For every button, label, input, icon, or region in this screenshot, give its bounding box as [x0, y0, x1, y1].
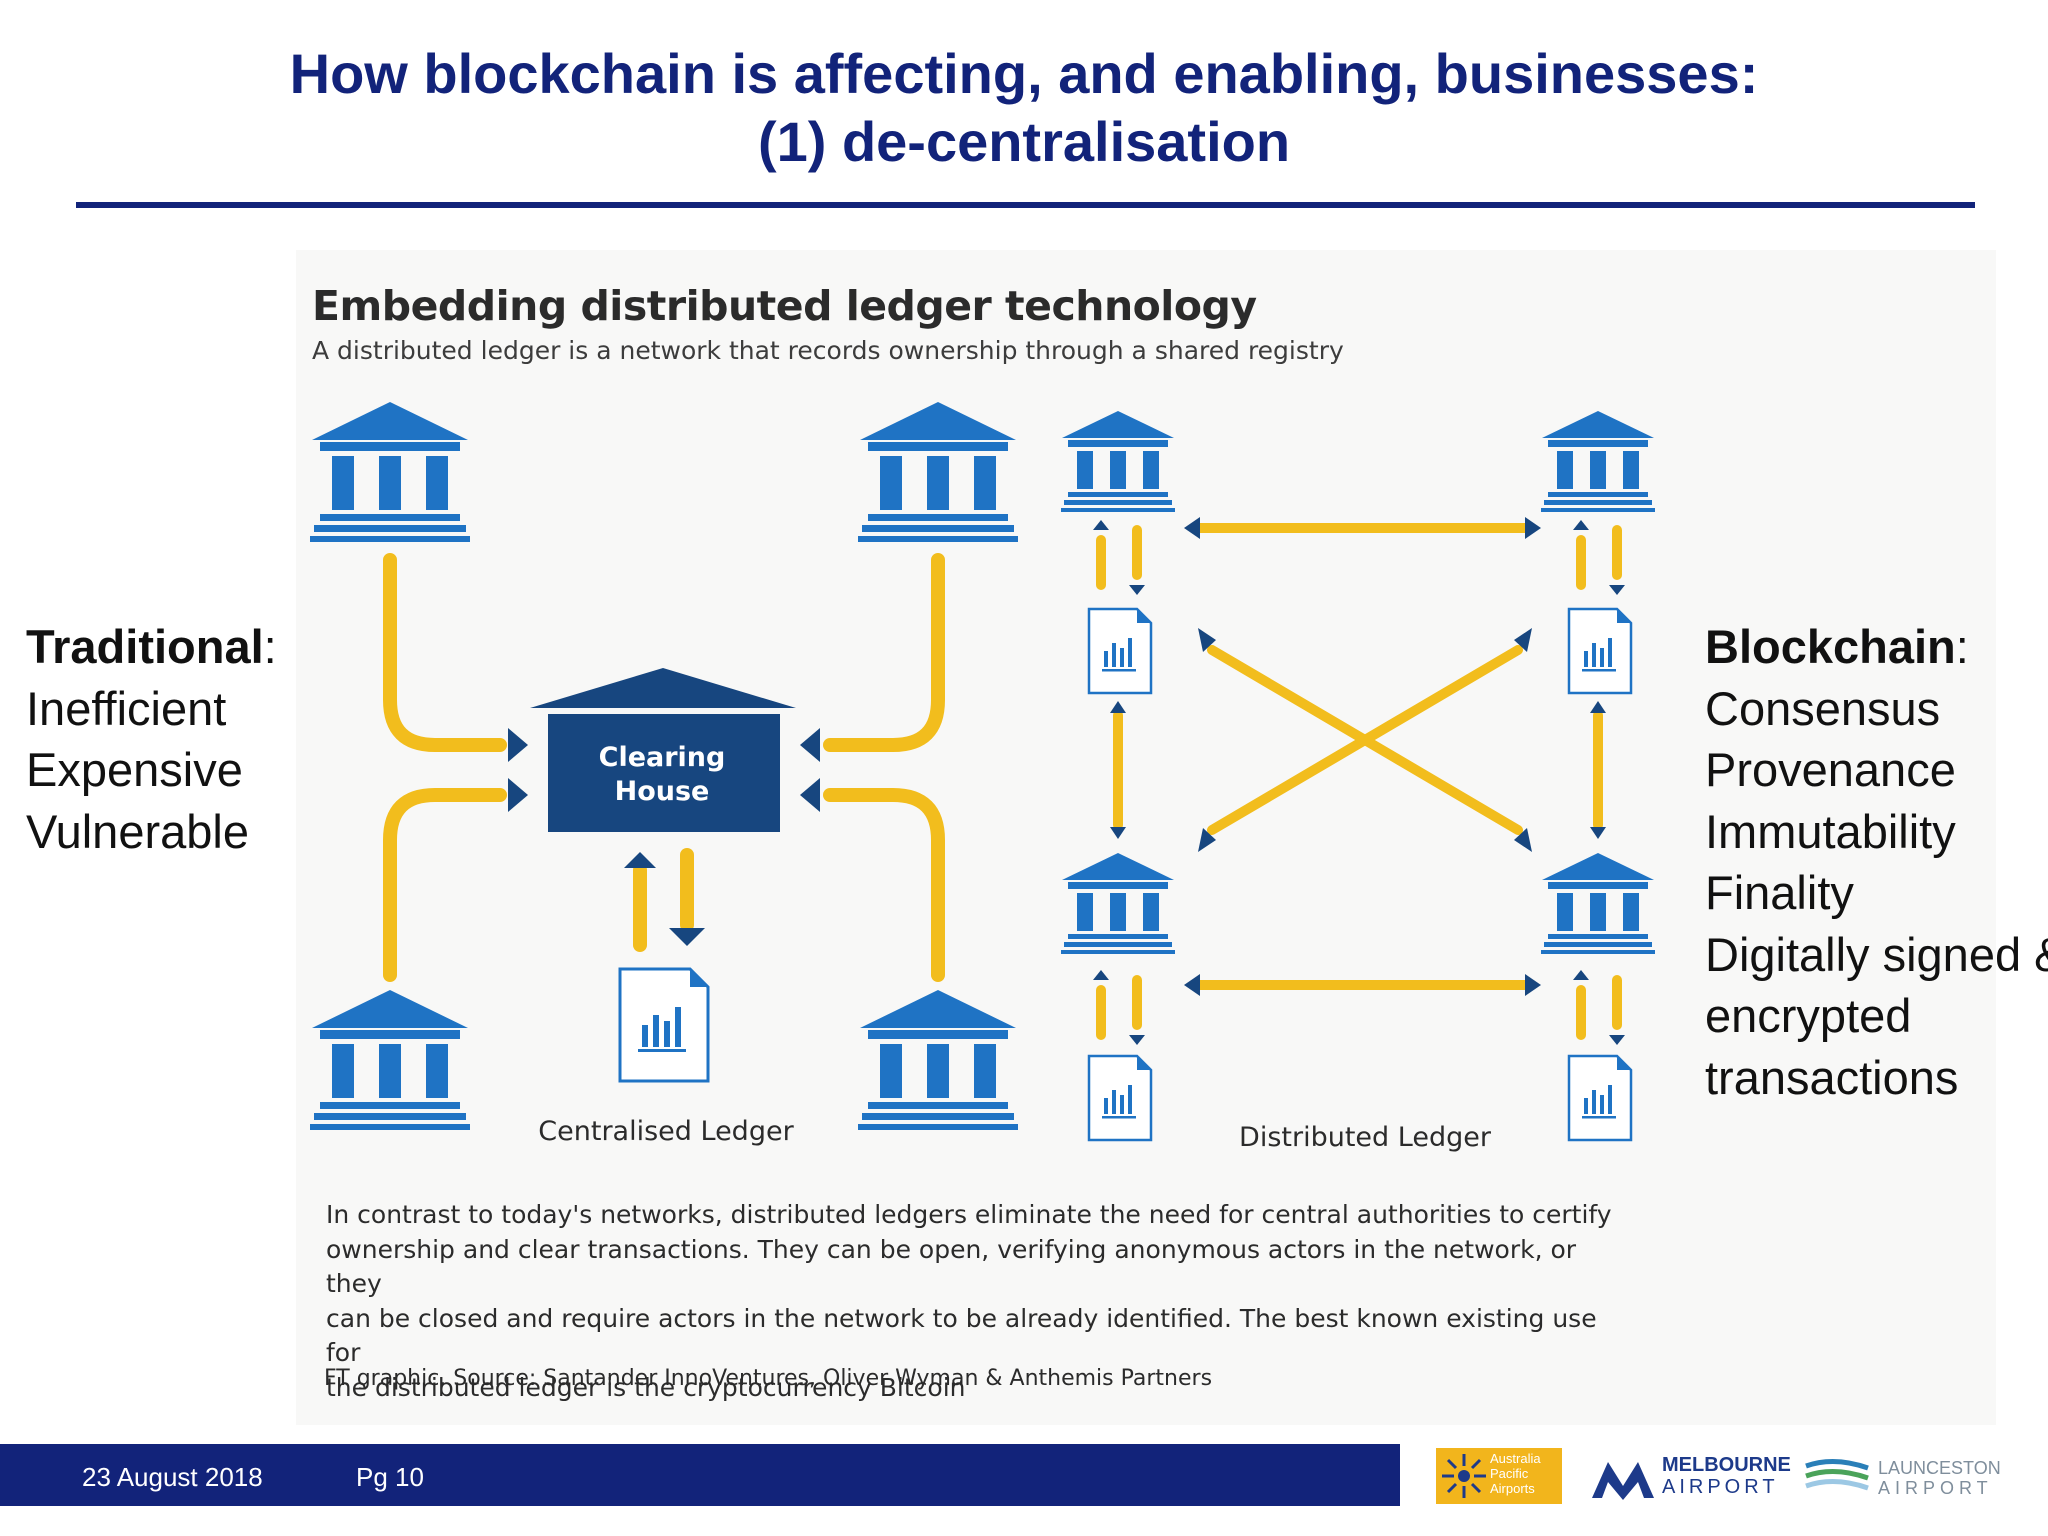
- apa-logo-line: Australia: [1490, 1451, 1541, 1466]
- traditional-heading-row: Traditional:: [26, 620, 277, 673]
- bank-icon: [858, 402, 1018, 542]
- ledger-document-icon: [1567, 607, 1633, 695]
- melbourne-m-icon: [1592, 1462, 1654, 1500]
- clearing-house-line-2: House: [615, 776, 710, 807]
- footer-bar: [0, 1444, 1400, 1506]
- blockchain-item: Digitally signed &: [1705, 927, 2048, 981]
- bank-icon: [1061, 853, 1175, 954]
- ledger-document-icon: [1087, 607, 1153, 695]
- apa-logo-line: Pacific: [1490, 1466, 1529, 1481]
- bank-icon: [1541, 853, 1655, 954]
- caption-line: In contrast to today's networks, distrib…: [326, 1200, 1612, 1229]
- launceston-logo-line-1: LAUNCESTON: [1878, 1458, 2001, 1478]
- apa-logo: Australia Pacific Airports: [1436, 1448, 1562, 1504]
- footer-date: 23 August 2018: [82, 1462, 263, 1492]
- graphic-caption: In contrast to today's networks, distrib…: [326, 1198, 1626, 1405]
- distributed-connectors: [1096, 523, 1622, 1040]
- blockchain-list: Blockchain: Consensus Provenance Immutab…: [1705, 616, 2048, 1108]
- caption-line: ownership and clear transactions. They c…: [326, 1234, 1577, 1299]
- slide-title-line-1: How blockchain is affecting, and enablin…: [289, 42, 1759, 105]
- bank-icon: [858, 990, 1018, 1130]
- traditional-item: Inefficient: [26, 681, 227, 735]
- distributed-ledger-label: Distributed Ledger: [1239, 1122, 1492, 1153]
- blockchain-item: Provenance: [1705, 743, 1956, 796]
- apa-logo-line: Airports: [1490, 1481, 1535, 1496]
- ledger-document-icon: [1567, 1054, 1633, 1142]
- centralised-ledger-label: Centralised Ledger: [538, 1116, 794, 1147]
- bank-icon: [1541, 411, 1655, 512]
- graphic-source: FT graphic. Source: Santander InnoVentur…: [324, 1366, 1213, 1391]
- ledger-document-icon: [1087, 1054, 1153, 1142]
- blockchain-heading-row: Blockchain:: [1705, 620, 1969, 673]
- melbourne-airport-logo: MELBOURNE AIRPORT: [1590, 1452, 1791, 1502]
- caption-line: the distributed ledger is the cryptocurr…: [326, 1372, 966, 1402]
- blockchain-item: Consensus: [1705, 681, 1941, 735]
- clearing-house: Clearing House: [530, 668, 796, 832]
- title-divider: [76, 202, 1975, 208]
- caption-line: can be closed and require actors in the …: [326, 1303, 1597, 1368]
- slide-title: How blockchain is affecting, and enablin…: [0, 40, 2048, 176]
- blockchain-item: encrypted: [1705, 989, 1912, 1042]
- apa-logo-text: Australia Pacific Airports: [1490, 1451, 1541, 1496]
- traditional-list: Traditional: Inefficient Expensive Vulne…: [26, 616, 277, 862]
- clearing-house-line-1: Clearing: [599, 742, 726, 773]
- blockchain-item: Immutability: [1705, 804, 1956, 858]
- footer-page-number: Pg 10: [356, 1462, 424, 1492]
- blockchain-item: Finality: [1705, 866, 1854, 919]
- slide-title-line-2: (1) de-centralisation: [757, 110, 1291, 173]
- centralised-connectors: [383, 553, 945, 982]
- bank-icon: [310, 402, 470, 542]
- blockchain-heading: Blockchain: [1705, 620, 1956, 673]
- wave-stripes-icon: [1805, 1458, 1869, 1491]
- distributed-arrowheads: [1093, 517, 1625, 1045]
- launceston-logo-line-2: AIRPORT: [1878, 1478, 1993, 1498]
- graphic-title: Embedding distributed ledger technology: [312, 282, 1257, 330]
- graphic-subtitle: A distributed ledger is a network that r…: [312, 336, 1344, 365]
- bank-icon: [310, 990, 470, 1130]
- traditional-item: Vulnerable: [26, 804, 249, 858]
- traditional-heading: Traditional: [26, 620, 264, 673]
- launceston-airport-logo: LAUNCESTON AIRPORT: [1804, 1452, 2001, 1504]
- melbourne-logo-line-2: AIRPORT: [1662, 1476, 1779, 1498]
- sunburst-icon: [1442, 1454, 1486, 1498]
- traditional-item: Expensive: [26, 743, 243, 796]
- ledger-document-icon: [618, 967, 710, 1083]
- blockchain-item: transactions: [1705, 1050, 1959, 1104]
- centralised-arrowheads: [508, 728, 820, 946]
- bank-icon: [1061, 411, 1175, 512]
- melbourne-logo-line-1: MELBOURNE: [1662, 1454, 1791, 1476]
